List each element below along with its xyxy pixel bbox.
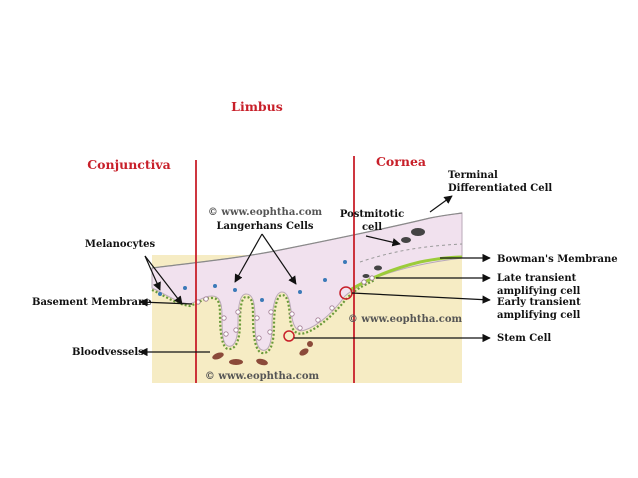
melanocytes-label: Melanocytes (85, 239, 156, 250)
terminal-label-1: Terminal (448, 170, 498, 181)
cornea-title: Cornea (376, 154, 426, 169)
conjunctiva-title: Conjunctiva (87, 157, 171, 172)
late-label-1: Late transient (497, 273, 577, 284)
cornea-dashed-layer (359, 243, 463, 263)
late-label-2: amplifying cell (497, 286, 581, 297)
langerhans-label: Langerhans Cells (216, 221, 313, 232)
bowmans-label: Bowman's Membrane (497, 254, 618, 265)
basement-membrane (151, 279, 376, 355)
watermark-bottom: © www.eophtha.com (205, 371, 320, 382)
dendritic-cells (158, 260, 347, 302)
stem-label: Stem Cell (497, 333, 551, 344)
limbus-title: Limbus (231, 99, 283, 114)
terminal-cells (362, 228, 425, 278)
stem-cell-marker (283, 330, 295, 342)
bowmans-membrane-line (349, 255, 463, 292)
postmitotic-label-2: cell (362, 222, 382, 233)
basal-cells (195, 275, 375, 341)
postmitotic-label-1: Postmitotic (340, 209, 404, 220)
watermark-top: © www.eophtha.com (208, 207, 323, 218)
leader-arrows (139, 195, 491, 357)
blood-vessels (212, 341, 313, 366)
early-label-1: Early transient (497, 297, 581, 308)
basement-label: Basement Membrane (32, 297, 152, 308)
watermark-right: © www.eophtha.com (348, 314, 463, 325)
bloodvessels-label: Bloodvessels (72, 347, 144, 358)
early-label-2: amplifying cell (497, 310, 581, 321)
epithelium-surface (151, 212, 463, 269)
terminal-label-2: Differentiated Cell (448, 183, 552, 194)
